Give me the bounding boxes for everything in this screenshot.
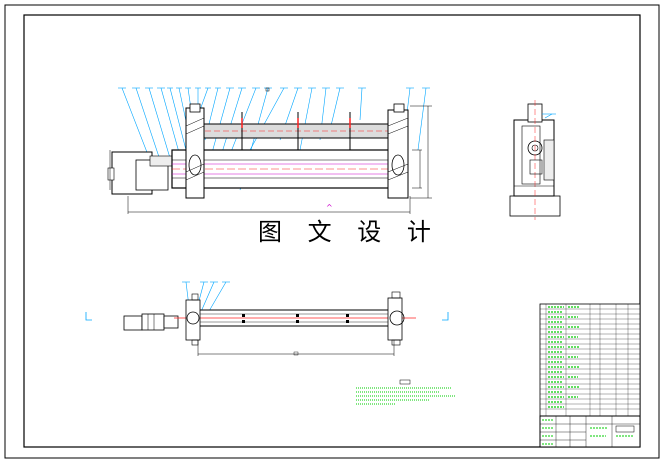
bill-of-materials [539,303,641,417]
motor-foot [107,167,115,181]
svg-text:^: ^ [326,203,333,212]
plan-view [85,281,449,356]
watermark-title: 图 文 设 计 [258,218,440,246]
side-elevation-view [509,100,561,220]
inner-frame [23,14,641,448]
front-elevation-view: ^ [107,87,432,214]
plan-motor [123,315,143,331]
coupling [149,155,173,167]
front-dimension-right [410,105,432,199]
outer-frame [4,4,660,459]
title-block [539,415,641,448]
technical-notes [356,379,456,405]
plan-left-bracket [185,299,201,341]
right-housing [387,109,409,199]
front-small-marker [265,87,270,92]
front-dimension-bottom [127,196,411,214]
left-housing [185,107,205,199]
